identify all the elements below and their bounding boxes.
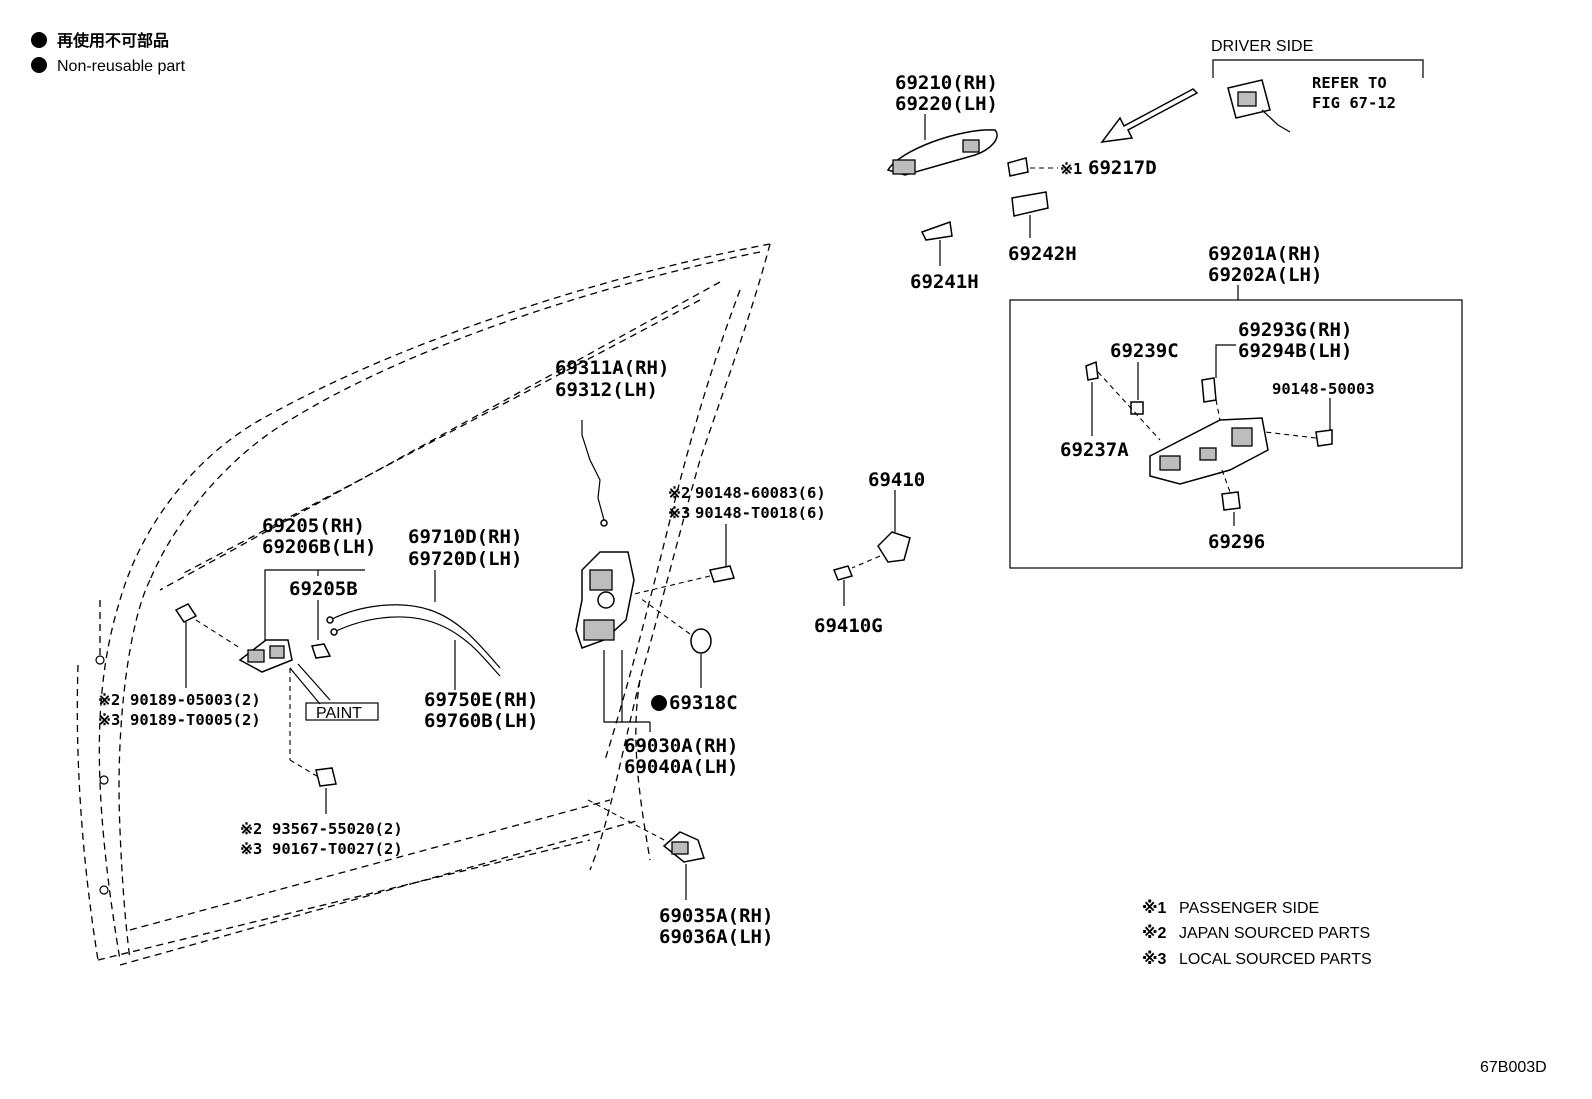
lock-screw-icon [709, 565, 735, 583]
outside-handle-group: 69210(RH) 69220(LH) ※1 69217D 69241H 692… [886, 72, 1157, 293]
lock-assy-group: ※2 90148-60083(6) ※3 90148-T0018(6) 6931… [575, 484, 826, 778]
label-69206b: 69206B(LH) [262, 536, 376, 558]
label-69720d: 69720D(LH) [408, 548, 522, 570]
lock-rod-group: 69311A(RH) 69312(LH) [555, 357, 669, 527]
label-69294b: 69294B(LH) [1238, 340, 1352, 362]
note-3-text: LOCAL SOURCED PARTS [1179, 951, 1372, 968]
mark-90148-60083: ※2 [668, 484, 690, 502]
bracket-icon [1201, 377, 1217, 403]
non-reusable-dot-icon [651, 695, 667, 711]
label-69205: 69205(RH) [262, 515, 365, 537]
mark-90189-t0005: ※3 [98, 711, 120, 729]
mark-90189-05003: ※2 [98, 691, 120, 709]
label-69241h: 69241H [910, 271, 979, 293]
clip-icon [1130, 401, 1144, 415]
label-90189-t0005: 90189-T0005(2) [130, 711, 261, 729]
label-69205b: 69205B [289, 578, 358, 600]
label-93567: 93567-55020(2) [272, 820, 403, 838]
door-outline [76, 243, 771, 966]
lock-protector-icon [662, 831, 705, 863]
key-cylinder-icon [1227, 79, 1291, 133]
label-69296: 69296 [1208, 531, 1265, 553]
non-reusable-dot-icon [31, 32, 47, 48]
label-90148-t0018: 90148-T0018(6) [695, 504, 826, 522]
legend-jp: 再使用不可部品 [57, 31, 169, 50]
striker-screw-icon [832, 565, 854, 581]
label-69030a: 69030A(RH) [624, 735, 738, 757]
note-1-text: PASSENGER SIDE [1179, 900, 1319, 917]
label-69201a: 69201A(RH) [1208, 243, 1322, 265]
label-69318c: 69318C [669, 692, 738, 714]
label-69750e: 69750E(RH) [424, 689, 538, 711]
label-69410: 69410 [868, 469, 925, 491]
label-69217d: 69217D [1088, 157, 1157, 179]
inside-handle-screw-icon [311, 643, 332, 659]
label-90189-05003: 90189-05003(2) [130, 691, 261, 709]
label-69760b: 69760B(LH) [424, 710, 538, 732]
frame-assy-box [1009, 299, 1463, 569]
label-90167: 90167-T0027(2) [272, 840, 403, 858]
handle-cap-icon [1007, 157, 1029, 177]
mark-90167: ※3 [240, 840, 262, 858]
inside-handle-cap-icon [174, 603, 198, 623]
bolt-icon [1221, 491, 1241, 511]
note-2-text: JAPAN SOURCED PARTS [1179, 925, 1370, 942]
notes: ※1 PASSENGER SIDE ※2 JAPAN SOURCED PARTS… [1142, 899, 1372, 968]
note-1-mark: ※1 [1142, 899, 1167, 917]
label-90148-50003: 90148-50003 [1272, 380, 1375, 398]
label-69410g: 69410G [814, 615, 883, 637]
label-69040a: 69040A(LH) [624, 756, 738, 778]
mark-90148-t0018: ※3 [668, 504, 690, 522]
paint-box [305, 702, 379, 721]
refer-text-2: FIG 67-12 [1312, 94, 1396, 112]
seal-ring-icon [690, 628, 712, 654]
driver-side-block: DRIVER SIDE REFER TO FIG 67-12 [1100, 38, 1424, 143]
mark-69217d: ※1 [1060, 160, 1082, 178]
frame-assy-icon [1149, 417, 1269, 485]
legend: 再使用不可部品 Non-reusable part [31, 31, 186, 75]
note-3-mark: ※3 [1142, 950, 1167, 968]
refer-text-1: REFER TO [1312, 74, 1387, 92]
label-69237a: 69237A [1060, 439, 1129, 461]
driver-side-title: DRIVER SIDE [1211, 38, 1313, 55]
cables-group: 69710D(RH) 69720D(LH) 69750E(RH) 69760B(… [326, 526, 538, 732]
label-69036a: 69036A(LH) [659, 926, 773, 948]
striker-icon [877, 531, 911, 563]
door-lock-icon [575, 551, 635, 649]
lock-protector-group: 69035A(RH) 69036A(LH) [587, 799, 773, 948]
label-69210: 69210(RH) [895, 72, 998, 94]
label-69239c: 69239C [1110, 340, 1179, 362]
label-69312: 69312(LH) [555, 379, 658, 401]
label-90148-60083: 90148-60083(6) [695, 484, 826, 502]
legend-en: Non-reusable part [57, 58, 186, 75]
pad-front-icon [920, 220, 953, 241]
label-69242h: 69242H [1008, 243, 1077, 265]
label-69220: 69220(LH) [895, 93, 998, 115]
pad-rear-icon [1011, 191, 1049, 217]
non-reusable-dot-icon [31, 57, 47, 73]
screw-icon [1315, 429, 1333, 447]
handle-bolt-icon [315, 767, 337, 787]
figure-code: 67B003D [1480, 1059, 1547, 1076]
outside-handle-icon [886, 129, 998, 176]
label-69202a: 69202A(LH) [1208, 264, 1322, 286]
label-69035a: 69035A(RH) [659, 905, 773, 927]
arrow-icon [1100, 88, 1199, 143]
label-69293g: 69293G(RH) [1238, 319, 1352, 341]
striker-group: 69410 69410G [814, 469, 925, 637]
note-2-mark: ※2 [1142, 924, 1167, 942]
mark-93567: ※2 [240, 820, 262, 838]
inside-handle-group: 69205(RH) 69206B(LH) 69205B PAINT ※2 901… [98, 515, 403, 858]
paint-label: PAINT [316, 705, 362, 722]
label-69311a: 69311A(RH) [555, 357, 669, 379]
frame-assy-group: 69201A(RH) 69202A(LH) 69239C 69293G(RH) … [1009, 243, 1463, 569]
inside-handle-icon [238, 639, 293, 673]
seal-icon [1085, 360, 1099, 381]
label-69710d: 69710D(RH) [408, 526, 522, 548]
